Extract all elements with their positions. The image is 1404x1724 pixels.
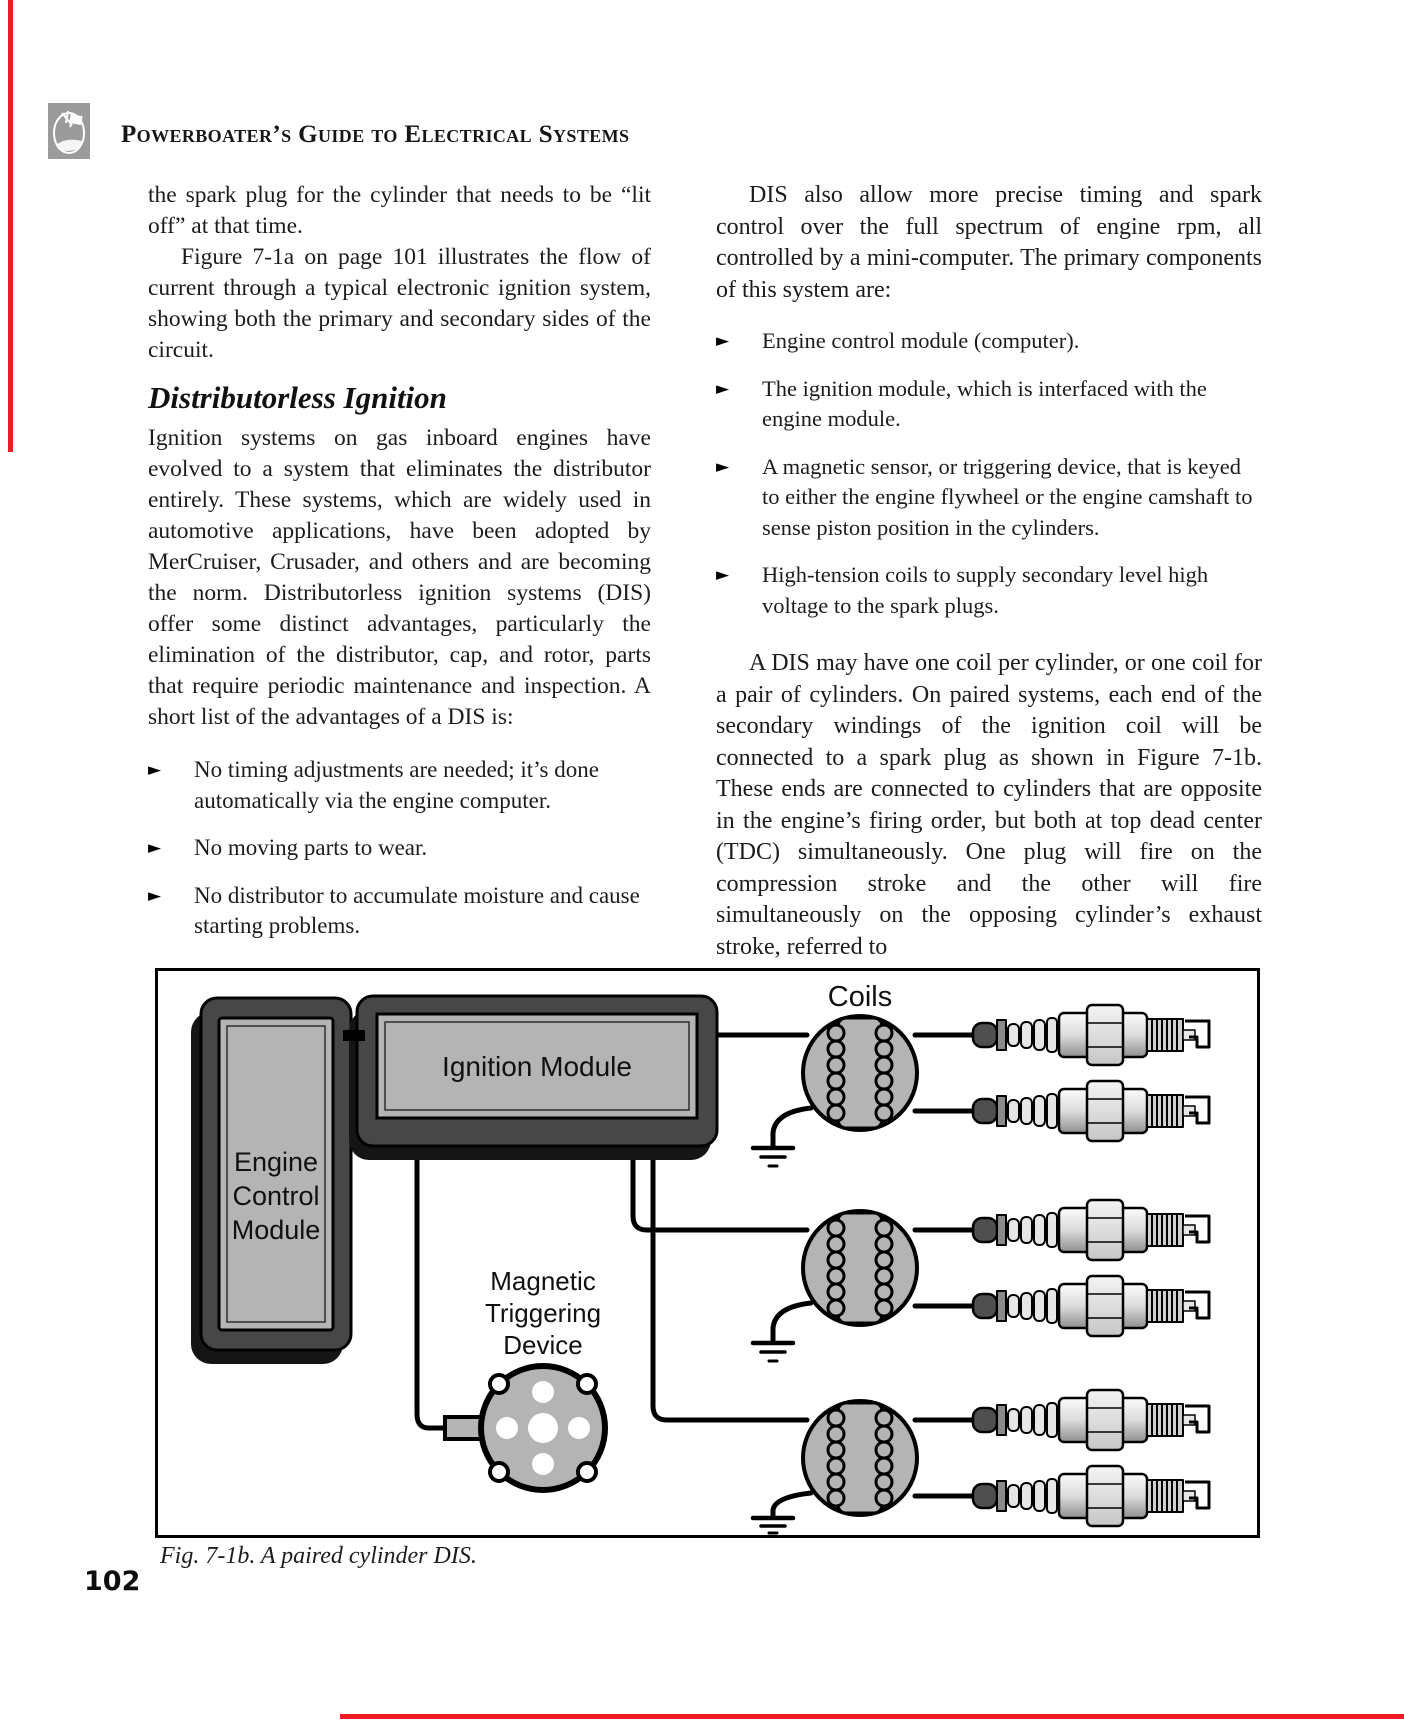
list-item: ► High-tension coils to supply secondary… [716, 560, 1262, 621]
spark-plug [971, 1464, 1211, 1528]
spark-plug [971, 1274, 1211, 1338]
spark-plug [971, 1003, 1211, 1067]
wire-coil3-ground [770, 1490, 814, 1519]
red-edge-mark-bottom [340, 1714, 1404, 1719]
red-edge-mark-left [8, 0, 13, 452]
coils-label: Coils [828, 981, 892, 1013]
paragraph: Ignition systems on gas inboard engines … [148, 425, 651, 730]
wire-im-to-coil3 [650, 1143, 810, 1423]
list-item: ► Engine control module (computer). [716, 326, 1262, 357]
list-item: ► No distributor to accumulate moisture … [148, 881, 651, 942]
magnetic-triggering-device: Magnetic Triggering Device [443, 1266, 608, 1493]
ground-icon [750, 1340, 796, 1363]
publisher-logo-icon [48, 103, 90, 159]
paragraph: DIS also allow more precise timing and s… [716, 182, 1262, 303]
figure-7-1b-diagram: Engine Control Module Ignition Module Co… [155, 968, 1260, 1538]
bullet-arrow-icon: ► [716, 331, 730, 351]
spark-plugs [971, 1003, 1211, 1528]
advantages-list: ► No timing adjustments are needed; it’s… [148, 755, 651, 942]
list-item: ► No timing adjustments are needed; it’s… [148, 755, 651, 816]
bullet-arrow-icon: ► [148, 885, 162, 906]
bullet-arrow-icon: ► [716, 565, 730, 585]
spark-plug [971, 1079, 1211, 1143]
bullet-arrow-icon: ► [716, 456, 730, 477]
mtd-label-line: Device [503, 1330, 582, 1360]
ground-icon [750, 1515, 796, 1535]
wire-im-to-mtd [414, 1143, 448, 1431]
list-item: ► The ignition module, which is interfac… [716, 374, 1262, 435]
paragraph: the spark plug for the cylinder that nee… [148, 182, 651, 239]
paragraph: Figure 7-1a on page 101 illustrates the … [148, 244, 651, 363]
mtd-label-line: Triggering [485, 1298, 601, 1328]
ignition-module-label: Ignition Module [442, 1051, 632, 1082]
wiring [414, 1032, 976, 1519]
bullet-arrow-icon: ► [148, 838, 162, 858]
paragraph: A DIS may have one coil per cylinder, or… [716, 650, 1262, 960]
ecm-label-line: Module [232, 1215, 321, 1245]
mtd-label-line: Magnetic [490, 1266, 596, 1296]
engine-control-module-box: Engine Control Module [191, 996, 353, 1364]
right-column: DIS also allow more precise timing and s… [716, 180, 1262, 963]
figure-caption: Fig. 7-1b. A paired cylinder DIS. [160, 1543, 477, 1569]
ignition-module-box: Ignition Module [349, 994, 719, 1160]
list-item: ► A magnetic sensor, or triggering devic… [716, 452, 1262, 544]
spark-plug [971, 1388, 1211, 1452]
wire-coil1-ground [770, 1105, 814, 1149]
page-header-title: Powerboater’s Guide to Electrical System… [121, 121, 630, 148]
ecm-im-connector [343, 1030, 365, 1041]
page-number: 102 [84, 1566, 141, 1597]
ground-symbols [750, 1145, 796, 1535]
bullet-arrow-icon: ► [148, 760, 162, 780]
coil [801, 1209, 919, 1327]
list-item: ► No moving parts to wear. [148, 833, 651, 864]
spark-plug [971, 1198, 1211, 1262]
coil [801, 1399, 919, 1517]
ecm-label-line: Engine [234, 1147, 318, 1177]
wire-im-to-coil2 [630, 1143, 810, 1233]
components-list: ► Engine control module (computer). ► Th… [716, 326, 1262, 621]
ground-icon [750, 1145, 796, 1168]
coil [801, 1014, 919, 1132]
bullet-arrow-icon: ► [716, 378, 730, 399]
section-heading: Distributorless Ignition [148, 380, 447, 415]
ecm-label-line: Control [232, 1181, 319, 1211]
left-column: the spark plug for the cylinder that nee… [148, 180, 651, 959]
wire-coil2-ground [770, 1300, 814, 1344]
